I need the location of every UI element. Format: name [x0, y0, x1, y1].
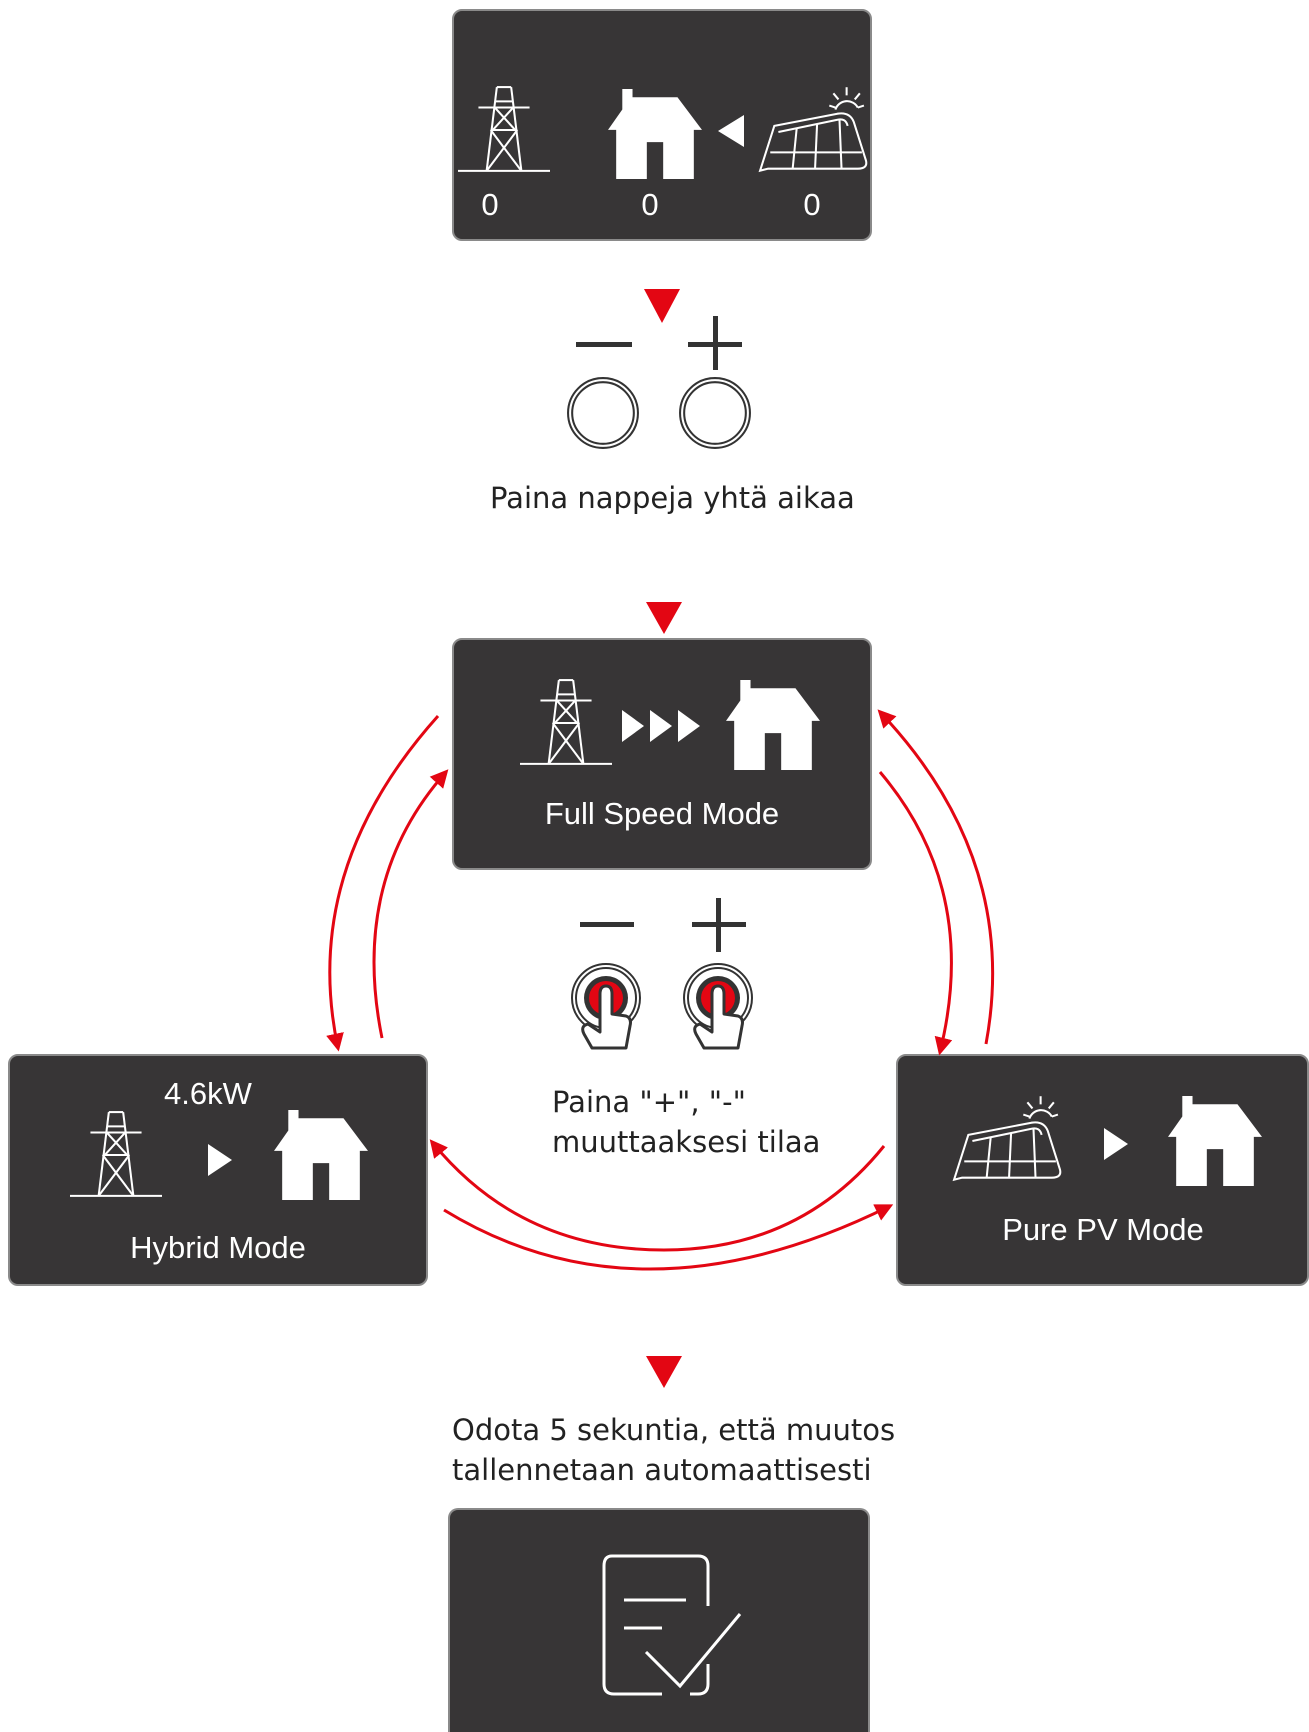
home-value: 0	[641, 187, 659, 222]
step3-caption-line2: tallennetaan automaattisesti	[452, 1453, 872, 1487]
full-speed-label: Full Speed Mode	[544, 796, 780, 831]
plus-press-button[interactable]	[682, 962, 754, 1062]
arrow-down-icon	[646, 602, 682, 634]
minus-label	[580, 922, 634, 927]
full-speed-mode-panel[interactable]: Full Speed Mode	[452, 638, 872, 870]
hybrid-power-value: 4.6kW	[164, 1076, 252, 1111]
flow-arrow-icon	[208, 1144, 232, 1176]
pv-value: 0	[803, 187, 821, 222]
minus-press-button[interactable]	[570, 962, 642, 1062]
pure-pv-label: Pure PV Mode	[1002, 1212, 1204, 1247]
step3-caption-line1: Odota 5 sekuntia, että muutos	[452, 1413, 896, 1447]
hybrid-mode-panel[interactable]: 4.6kW Hybrid Mode	[8, 1054, 428, 1286]
flow-arrow-icon	[622, 710, 700, 742]
flow-arrow-icon	[718, 115, 744, 147]
step2-caption-line1: Paina "+", "-"	[552, 1085, 746, 1119]
saved-panel	[448, 1508, 870, 1732]
grid-value: 0	[481, 187, 499, 222]
arrow-down-icon	[646, 1356, 682, 1388]
pure-pv-mode-panel[interactable]: Pure PV Mode	[896, 1054, 1309, 1286]
step1-caption: Paina nappeja yhtä aikaa	[490, 481, 855, 515]
document-check-icon	[602, 1554, 742, 1696]
minus-label	[576, 342, 632, 347]
hybrid-label: Hybrid Mode	[130, 1230, 306, 1265]
step2-caption-line2: muuttaaksesi tilaa	[552, 1125, 821, 1159]
arrow-down-icon	[644, 289, 680, 323]
flow-arrow-icon	[1104, 1128, 1128, 1160]
status-panel: 0 0 0	[452, 9, 872, 241]
